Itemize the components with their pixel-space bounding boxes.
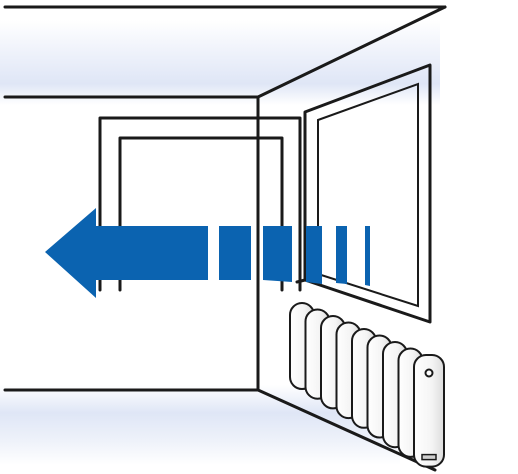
- ceiling-band: [0, 20, 440, 105]
- radiator-icon: [289, 302, 445, 468]
- window-icon: [295, 63, 432, 324]
- radiator-base: [421, 453, 437, 461]
- radiator-valve-icon: [424, 368, 434, 378]
- radiator-fin: [413, 354, 445, 468]
- heat-loss-arrow-icon: [45, 208, 370, 298]
- doorway-icon: [98, 116, 302, 292]
